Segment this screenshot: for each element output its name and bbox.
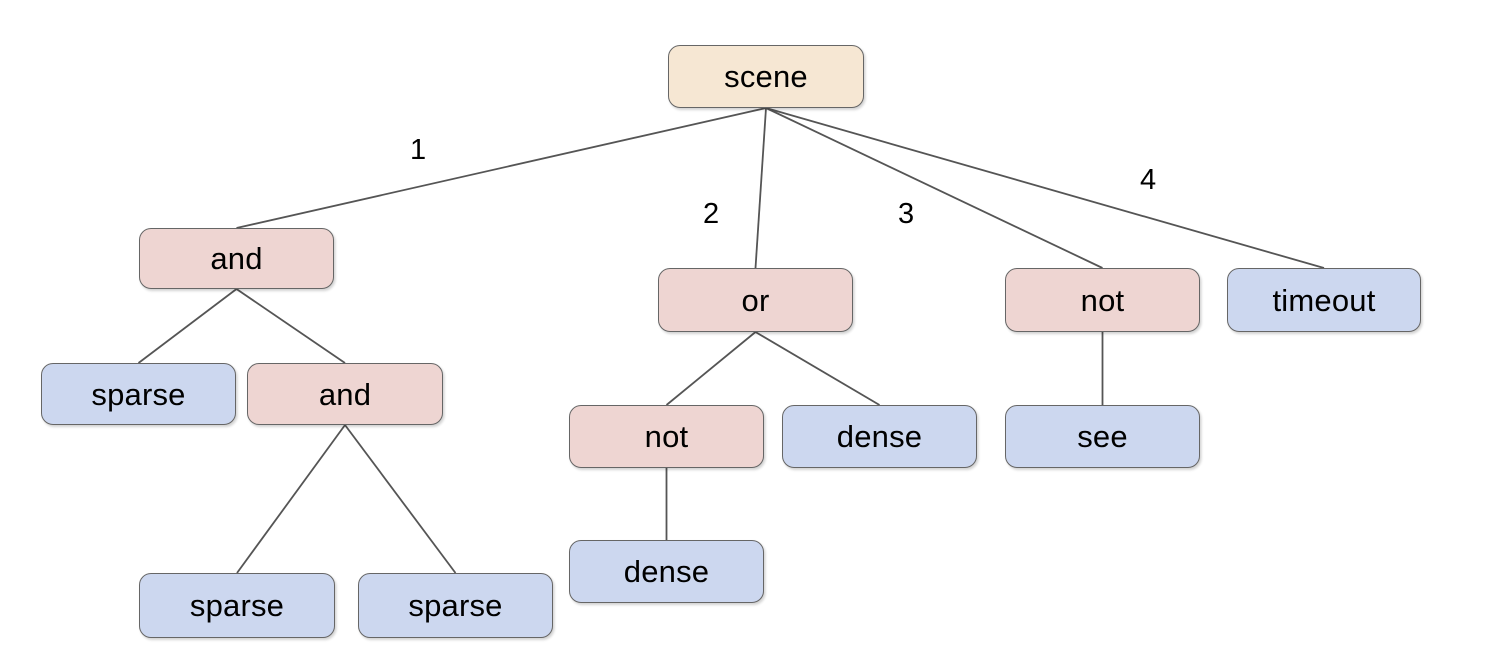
tree-edge-and2-to-sparse3	[344, 424, 457, 574]
tree-node-label: sparse	[189, 588, 285, 623]
tree-node-or1[interactable]: or	[658, 268, 853, 332]
tree-node-sparse2[interactable]: sparse	[139, 573, 335, 638]
tree-edge-and2-to-sparse2	[236, 424, 346, 574]
tree-node-scene[interactable]: scene	[668, 45, 864, 108]
edge-label-scene-to-timeout1: 4	[1140, 164, 1157, 196]
tree-node-and1[interactable]: and	[139, 228, 334, 289]
tree-node-label: and	[318, 376, 372, 412]
edge-label-scene-to-and1: 1	[410, 134, 427, 166]
tree-edge-and1-to-and2	[235, 288, 346, 364]
tree-node-label: not	[644, 419, 689, 454]
tree-node-not2[interactable]: not	[569, 405, 764, 468]
tree-node-label: or	[741, 282, 770, 318]
tree-node-label: and	[210, 241, 263, 276]
tree-node-sparse1[interactable]: sparse	[41, 363, 236, 425]
tree-edge-scene-to-and1	[236, 107, 767, 229]
tree-edge-or1-to-not2	[665, 331, 757, 406]
tree-node-label: sparse	[91, 376, 186, 412]
tree-node-see1[interactable]: see	[1005, 405, 1200, 468]
tree-node-sparse3[interactable]: sparse	[358, 573, 553, 638]
tree-edge-scene-to-not1	[765, 107, 1103, 269]
tree-node-label: dense	[836, 419, 923, 454]
tree-node-timeout1[interactable]: timeout	[1227, 268, 1421, 332]
tree-node-label: sparse	[408, 588, 503, 623]
tree-node-label: dense	[623, 554, 710, 589]
tree-edge-scene-to-timeout1	[765, 107, 1325, 269]
tree-edge-and1-to-sparse1	[137, 288, 238, 364]
edge-label-scene-to-not1: 3	[898, 198, 915, 230]
tree-node-label: not	[1080, 282, 1125, 318]
tree-node-not1[interactable]: not	[1005, 268, 1200, 332]
tree-node-dense2[interactable]: dense	[569, 540, 764, 603]
tree-node-and2[interactable]: and	[247, 363, 443, 425]
tree-edge-scene-to-or1	[754, 107, 767, 269]
tree-node-dense1[interactable]: dense	[782, 405, 977, 468]
tree-node-label: see	[1077, 419, 1128, 454]
tree-node-label: timeout	[1272, 282, 1376, 318]
edge-label-scene-to-or1: 2	[703, 198, 720, 230]
tree-edge-or1-to-dense1	[755, 331, 880, 406]
tree-node-label: scene	[724, 59, 808, 94]
